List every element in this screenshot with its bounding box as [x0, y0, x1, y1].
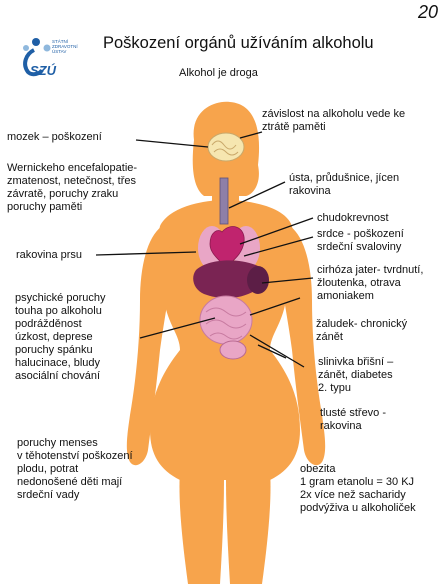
- label-slinivka: slinivka břišní – zánět, diabetes 2. typ…: [318, 356, 393, 395]
- label-menses: poruchy menses v těhotenství poškození p…: [17, 437, 133, 502]
- label-obezita: obezita 1 gram etanolu = 30 KJ 2x více n…: [300, 463, 416, 515]
- label-cirhoza: cirhóza jater- tvrdnutí, žloutenka, otra…: [317, 264, 442, 303]
- uterus-shape: [220, 341, 246, 359]
- label-tluste: tlusté střevo - rakovina: [320, 407, 386, 433]
- page-subtitle: Alkohol je droga: [179, 67, 258, 79]
- page-number: 20: [418, 2, 438, 23]
- label-chudokrevnost: chudokrevnost: [317, 212, 389, 225]
- page-title: Poškození orgánů užíváním alkoholu: [103, 34, 374, 53]
- label-zavislost: závislost na alkoholu vede ke ztrátě pam…: [262, 108, 405, 134]
- logo-abbrev: SZÚ: [30, 63, 56, 78]
- label-usta: ústa, průdušnice, jícen rakovina: [289, 172, 399, 198]
- label-zaludek: žaludek- chronický zánět: [316, 318, 407, 344]
- label-srdce: srdce - poškození srdeční svaloviny: [317, 228, 404, 254]
- logo-institution-text: STÁTNÍ ZDRAVOTNÍ ÚSTAV: [52, 39, 78, 54]
- stomach-shape: [247, 266, 269, 294]
- trachea-shape: [220, 178, 228, 224]
- label-psychicke: psychické poruchy touha po alkoholu podr…: [15, 292, 106, 383]
- label-rakovina-prsu: rakovina prsu: [16, 249, 82, 262]
- label-mozek: mozek – poškození: [7, 131, 102, 144]
- label-wernicke: Wernickeho encefalopatie- zmatenost, net…: [7, 162, 137, 214]
